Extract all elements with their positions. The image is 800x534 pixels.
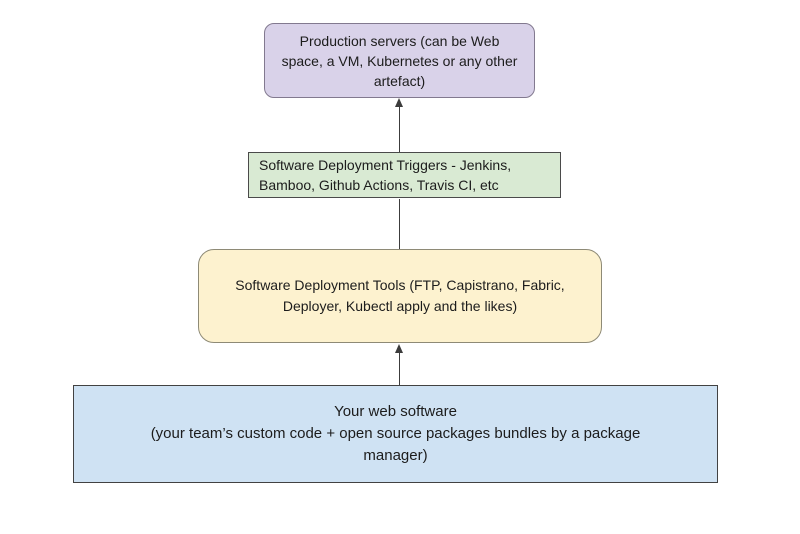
arrow-up-icon	[395, 98, 403, 107]
deployment-tools-label: Software Deployment Tools (FTP, Capistra…	[235, 277, 565, 314]
web-software-title: Your web software	[334, 403, 457, 420]
web-software-subtitle-line2: manager)	[363, 447, 428, 464]
connector-tools-to-triggers	[394, 199, 405, 249]
connector-web-software-to-tools	[394, 344, 405, 385]
node-deployment-tools: Software Deployment Tools (FTP, Capistra…	[198, 249, 602, 343]
connector-line	[398, 351, 401, 385]
production-servers-label: Production servers (can be Web space, a …	[281, 32, 518, 89]
connector-line	[398, 105, 401, 152]
deployment-triggers-label: Software Deployment Triggers - Jenkins, …	[259, 157, 512, 193]
node-web-software: Your web software (your team’s custom co…	[73, 385, 718, 483]
node-production-servers: Production servers (can be Web space, a …	[264, 23, 535, 98]
connector-triggers-to-production	[394, 98, 405, 152]
node-deployment-triggers: Software Deployment Triggers - Jenkins, …	[248, 152, 561, 198]
web-software-subtitle-line1: (your team’s custom code + open source p…	[150, 425, 641, 442]
arrow-up-icon	[395, 344, 403, 353]
connector-line	[398, 199, 401, 249]
